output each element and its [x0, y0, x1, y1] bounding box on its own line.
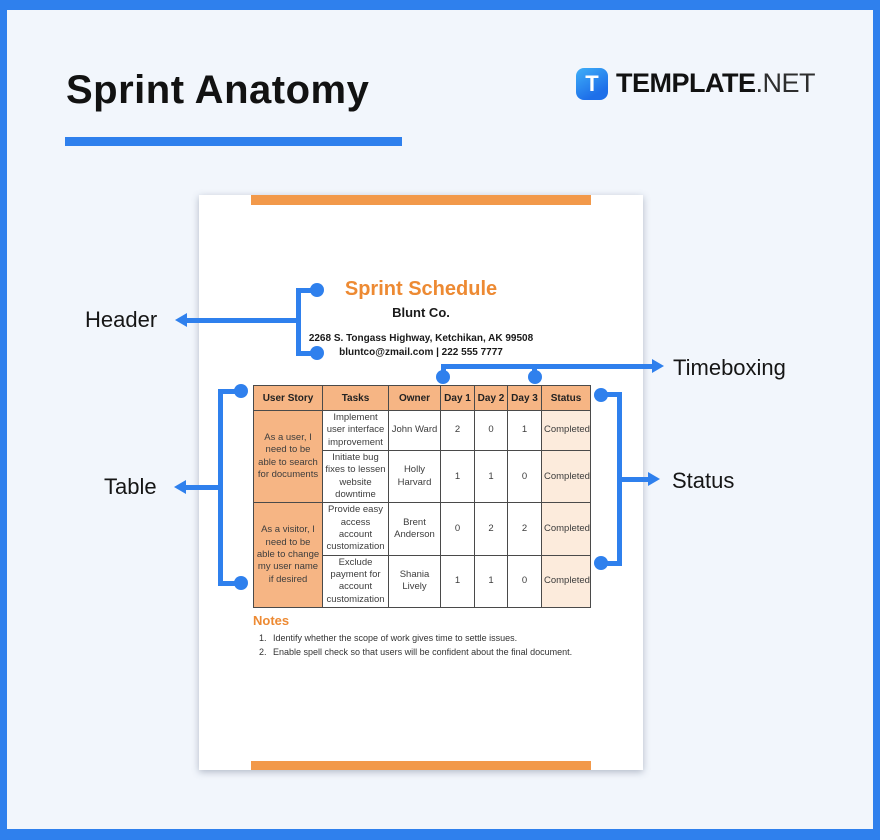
table-callout-arrow-line — [186, 485, 223, 490]
notes-heading: Notes — [253, 613, 290, 628]
user-story-cell: As a visitor, I need to be able to chang… — [253, 502, 323, 609]
owner-cell: John Ward — [388, 409, 441, 452]
timeboxing-callout-stub-right — [532, 364, 537, 374]
logo-brand-light: .NET — [755, 68, 816, 98]
doc-bottom-accent-bar — [251, 761, 591, 770]
page-title: Sprint Anatomy — [66, 68, 370, 112]
timeboxing-callout-stub-left — [441, 364, 446, 374]
sprint-schedule-table: User Story Tasks Owner Day 1 Day 2 Day 3… — [253, 385, 591, 609]
task-cell: Initiate bug fixes to lessen website dow… — [322, 450, 389, 504]
logo-t-icon: T — [576, 67, 608, 100]
day2-cell: 0 — [474, 409, 508, 452]
logo-brand-bold: TEMPLATE — [616, 68, 756, 98]
status-callout-dot-top — [594, 388, 608, 402]
timeboxing-callout-dot-left — [436, 370, 450, 384]
doc-contact: bluntco@zmail.com | 222 555 7777 — [339, 347, 503, 358]
day1-cell: 2 — [440, 409, 475, 452]
status-callout-dot-bottom — [594, 556, 608, 570]
table-callout-arrowhead-icon — [174, 480, 186, 494]
status-callout-arrow-line — [617, 477, 649, 482]
day3-cell: 0 — [507, 450, 542, 504]
header-callout-bracket-line — [296, 288, 301, 356]
col-header-day1: Day 1 — [440, 385, 475, 411]
doc-address: 2268 S. Tongass Highway, Ketchikan, AK 9… — [308, 333, 534, 344]
table-callout-stub-bottom — [218, 581, 236, 586]
col-header-status: Status — [541, 385, 591, 411]
document-page: Sprint Schedule Blunt Co. 2268 S. Tongas… — [199, 195, 643, 770]
timeboxing-callout-arrowhead-icon — [652, 359, 664, 373]
title-underline — [65, 137, 402, 146]
status-callout-label: Status — [672, 468, 735, 493]
owner-cell: Holly Harvard — [388, 450, 441, 504]
status-callout-stub-top — [603, 392, 622, 397]
table-callout-stub-top — [218, 389, 236, 394]
day1-cell: 0 — [440, 502, 475, 556]
col-header-day3: Day 3 — [507, 385, 542, 411]
timeboxing-callout-line — [441, 364, 653, 369]
day3-cell: 2 — [507, 502, 542, 556]
status-cell: Completed — [541, 450, 591, 504]
table-row: Initiate bug fixes to lessen website dow… — [254, 450, 591, 504]
logo-letter: T — [585, 70, 599, 96]
owner-cell: Brent Anderson — [388, 502, 441, 556]
header-callout-stub-top — [296, 288, 314, 293]
user-story-cell: As a user, I need to be able to search f… — [253, 409, 323, 504]
task-cell: Exclude payment for account customizatio… — [322, 554, 389, 609]
header-callout-dot-bottom — [310, 346, 324, 360]
table-callout-dot-top — [234, 384, 248, 398]
day2-cell: 1 — [474, 554, 508, 609]
template-net-logo: T TEMPLATE.NET — [576, 67, 816, 100]
header-callout-arrow-line — [186, 318, 298, 323]
timeboxing-callout-label: Timeboxing — [673, 355, 786, 380]
notes-list: Identify whether the scope of work gives… — [253, 633, 603, 657]
status-cell: Completed — [541, 554, 591, 609]
day1-cell: 1 — [440, 554, 475, 609]
table-row: As a visitor, I need to be able to chang… — [253, 502, 591, 609]
table-callout-dot-bottom — [234, 576, 248, 590]
header-callout-stub-bottom — [296, 351, 314, 356]
col-header-day2: Day 2 — [474, 385, 508, 411]
header-callout-label: Header — [85, 307, 158, 332]
col-header-tasks: Tasks — [322, 385, 389, 411]
status-cell: Completed — [541, 502, 591, 556]
day2-cell: 2 — [474, 502, 508, 556]
owner-cell: Shania Lively — [388, 554, 441, 609]
doc-top-accent-bar — [251, 195, 591, 205]
day3-cell: 0 — [507, 554, 542, 609]
table-row: Exclude payment for account customizatio… — [254, 554, 591, 609]
header-callout-dot-top — [310, 283, 324, 297]
task-cell: Implement user interface improvement — [322, 409, 389, 452]
day2-cell: 1 — [474, 450, 508, 504]
col-header-user-story: User Story — [253, 385, 323, 411]
day3-cell: 1 — [507, 409, 542, 452]
doc-title: Sprint Schedule — [344, 278, 498, 300]
status-callout-arrowhead-icon — [648, 472, 660, 486]
header-callout-arrowhead-icon — [175, 313, 187, 327]
timeboxing-callout-dot-right — [528, 370, 542, 384]
note-item: Enable spell check so that users will be… — [269, 647, 603, 657]
table-callout-label: Table — [104, 474, 157, 499]
day1-cell: 1 — [440, 450, 475, 504]
status-cell: Completed — [541, 409, 591, 452]
task-cell: Provide easy access account customizatio… — [322, 502, 389, 556]
notes-section: Notes Identify whether the scope of work… — [253, 613, 603, 661]
table-row: As a user, I need to be able to search f… — [253, 409, 591, 504]
note-item: Identify whether the scope of work gives… — [269, 633, 603, 643]
logo-wordmark: TEMPLATE.NET — [616, 68, 816, 99]
table-header-row: User Story Tasks Owner Day 1 Day 2 Day 3… — [253, 385, 591, 411]
doc-company-name: Blunt Co. — [392, 305, 450, 320]
col-header-owner: Owner — [388, 385, 441, 411]
status-callout-stub-bottom — [603, 561, 622, 566]
